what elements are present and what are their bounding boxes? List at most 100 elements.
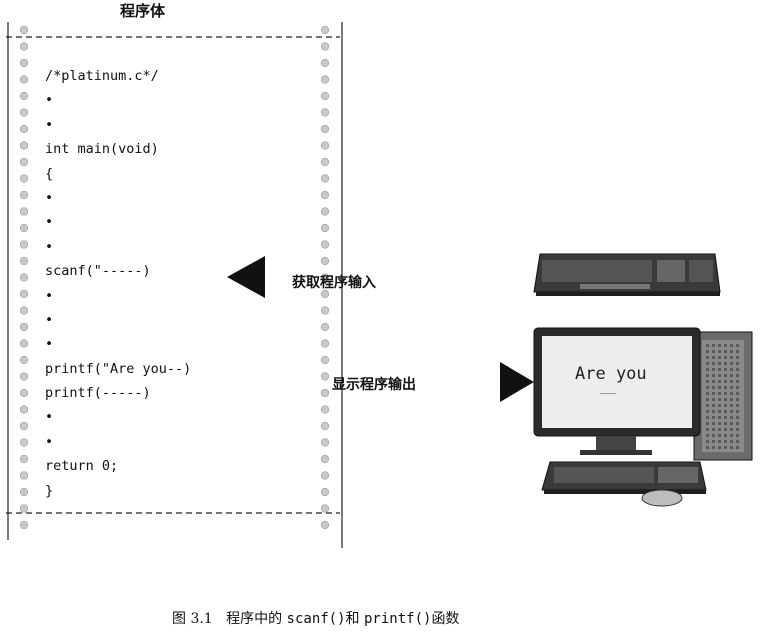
code-line: }	[45, 482, 54, 499]
tower-vent	[724, 422, 727, 425]
tower-vent	[724, 446, 727, 449]
tower-vent	[730, 446, 733, 449]
tower-vent	[736, 350, 739, 353]
tower-vent	[712, 362, 715, 365]
perforation-hole	[320, 339, 330, 348]
tower-vent	[730, 422, 733, 425]
tower-vent	[724, 374, 727, 377]
tower-vent	[736, 410, 739, 413]
perforation-hole	[320, 471, 330, 480]
tower-vent	[730, 416, 733, 419]
tower-vent	[706, 398, 709, 401]
figure-caption: 图 3.1 程序中的 scanf()和 printf()函数	[172, 608, 459, 628]
perforation-hole	[320, 223, 330, 233]
tower-vent	[706, 428, 709, 431]
tower-vent	[706, 386, 709, 389]
tower-vent	[730, 350, 733, 353]
perforation-hole	[19, 207, 29, 216]
tower-vent	[724, 392, 727, 395]
tower-vent	[736, 344, 739, 347]
perforation-hole	[19, 240, 29, 249]
keyboard-icon	[541, 461, 707, 494]
perforation-hole	[19, 471, 29, 480]
perforation-hole	[19, 289, 29, 299]
tower-vent	[718, 374, 721, 377]
perforation-hole	[320, 91, 330, 101]
tower-vent	[718, 434, 721, 437]
perforation-hole	[19, 438, 29, 447]
perforation-hole	[320, 504, 330, 513]
perforation-hole	[320, 520, 330, 530]
tower-vent	[736, 422, 739, 425]
perforation-hole	[320, 174, 330, 183]
screen-text: Are you	[575, 364, 647, 384]
perforation-hole	[320, 454, 330, 464]
code-line: /*platinum.c*/	[45, 68, 159, 84]
tower-pc-icon	[693, 331, 753, 461]
tower-vent	[736, 398, 739, 401]
tower-vent	[718, 410, 721, 413]
tower-vent	[736, 428, 739, 431]
code-line: •	[45, 336, 54, 353]
tower-vent	[718, 440, 721, 443]
perforation-hole	[320, 388, 330, 398]
tower-vent	[706, 380, 709, 383]
code-line: •	[45, 433, 54, 450]
code-line: •	[45, 214, 54, 231]
tower-vent	[718, 356, 721, 359]
perforation-hole	[320, 372, 330, 381]
tower-vent	[718, 416, 721, 419]
perforation-hole	[320, 108, 330, 117]
perforation-hole	[19, 372, 29, 381]
tower-vent	[712, 356, 715, 359]
tower-vent	[712, 446, 715, 449]
perforation-hole	[19, 322, 29, 332]
perforation-hole	[320, 190, 330, 200]
tower-vent	[712, 434, 715, 437]
left-pointing-triangle-icon	[227, 256, 265, 298]
tower-vent	[712, 344, 715, 347]
perforation-hole	[19, 306, 29, 315]
perforation-hole	[320, 124, 330, 134]
perforation-hole	[19, 58, 29, 68]
tower-vent	[730, 404, 733, 407]
tower-vent	[706, 446, 709, 449]
keyboard-icon	[533, 253, 721, 296]
tower-vent	[736, 440, 739, 443]
tower-vent	[706, 374, 709, 377]
program-panel-title: 程序体	[120, 2, 166, 20]
tower-vent	[730, 380, 733, 383]
tower-vent	[712, 350, 715, 353]
perforation-hole	[320, 75, 330, 84]
tower-vent	[736, 374, 739, 377]
tower-vent	[706, 350, 709, 353]
code-line: int main(void)	[45, 141, 159, 158]
perforation-hole	[19, 504, 29, 513]
tower-vent	[712, 428, 715, 431]
tower-vent	[718, 398, 721, 401]
perforation-hole	[320, 157, 330, 167]
code-line: •	[45, 189, 54, 206]
tower-vent	[712, 374, 715, 377]
right-pointing-triangle-icon	[500, 362, 534, 402]
tower-vent	[706, 440, 709, 443]
tower-vent	[736, 380, 739, 383]
perforation-hole	[19, 190, 29, 200]
caption-prefix: 程序中的	[226, 611, 287, 627]
tower-vent	[706, 344, 709, 347]
tower-vent	[724, 362, 727, 365]
perforation-hole	[320, 273, 330, 282]
tower-vent	[730, 392, 733, 395]
tower-vent	[724, 356, 727, 359]
tower-vent	[712, 380, 715, 383]
caption-middle: 和	[345, 611, 360, 627]
tower-vent	[724, 380, 727, 383]
perforation-hole	[19, 273, 29, 282]
perforation-hole	[19, 108, 29, 117]
perforation-hole	[320, 487, 330, 497]
tower-vent	[724, 404, 727, 407]
perforation-hole	[19, 141, 29, 150]
tower-vent	[736, 386, 739, 389]
code-line: •	[45, 92, 54, 109]
